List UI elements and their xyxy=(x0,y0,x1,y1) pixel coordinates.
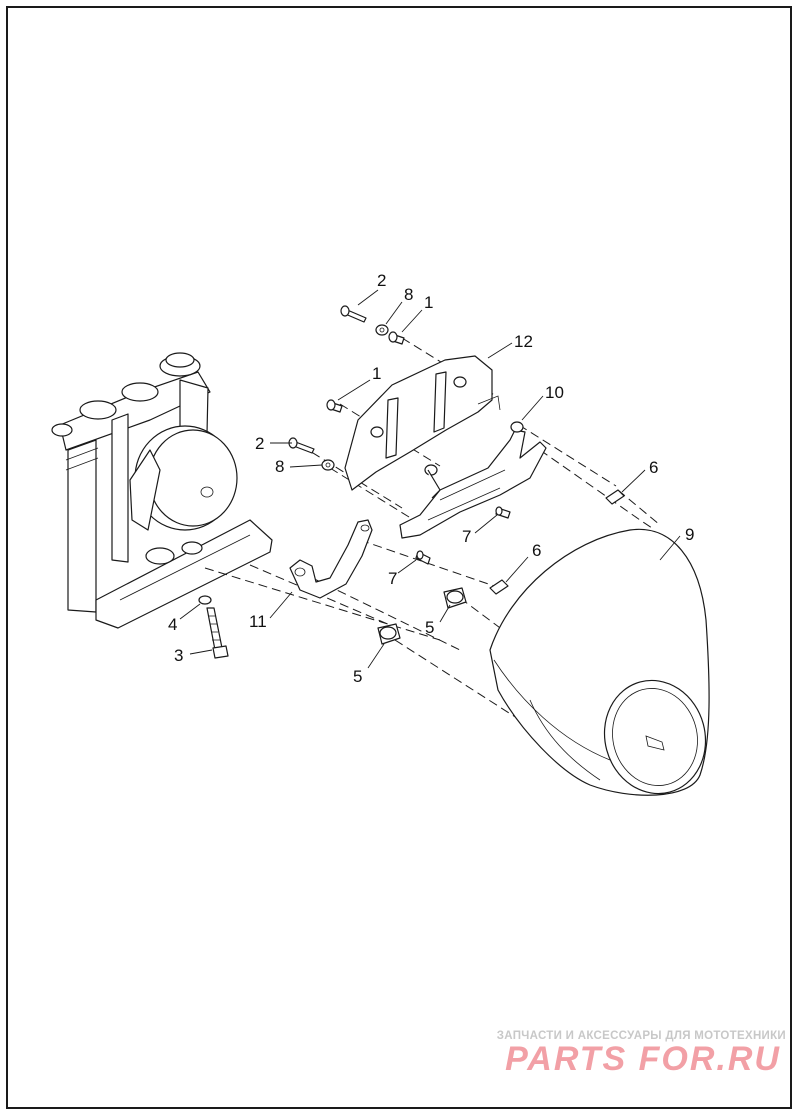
part-11-side-bracket xyxy=(289,519,373,599)
callout-5-upper: 5 xyxy=(425,618,434,637)
diagram-frame xyxy=(6,6,792,1109)
callout-4: 4 xyxy=(168,615,177,634)
part-9-headlamp-nacelle xyxy=(489,528,710,796)
callout-11: 11 xyxy=(249,612,267,631)
callout-12: 12 xyxy=(514,332,533,351)
watermark-logo: PARTS FOR.RU xyxy=(476,1040,786,1081)
callout-5-lower: 5 xyxy=(353,667,362,686)
callout-1-lower: 1 xyxy=(372,364,381,383)
callout-2-lower: 2 xyxy=(255,434,264,453)
callout-8-upper: 8 xyxy=(404,285,413,304)
watermark-tagline: ЗАПЧАСТИ И АКСЕССУАРЫ ДЛЯ МОТОТЕХНИКИ xyxy=(496,1030,786,1042)
callout-6-upper: 6 xyxy=(649,458,658,477)
callouts: 2 8 1 12 1 10 2 8 6 9 7 6 7 11 4 5 3 5 xyxy=(168,271,694,686)
fork-triple-tree xyxy=(51,352,273,629)
callout-10: 10 xyxy=(545,383,564,402)
leader-lines xyxy=(179,289,681,669)
callout-6-lower: 6 xyxy=(532,541,541,560)
callout-7-upper: 7 xyxy=(462,527,471,546)
callout-7-lower: 7 xyxy=(388,569,397,588)
part-10-lower-bracket xyxy=(399,421,547,539)
callout-2-upper: 2 xyxy=(377,271,386,290)
callout-1-upper: 1 xyxy=(424,293,433,312)
watermark-logo-text: PARTS FOR.RU xyxy=(505,1040,781,1076)
callout-9: 9 xyxy=(685,525,694,544)
callout-3: 3 xyxy=(174,646,183,665)
part-12-upper-bracket xyxy=(344,355,501,491)
callout-8-lower: 8 xyxy=(275,457,284,476)
